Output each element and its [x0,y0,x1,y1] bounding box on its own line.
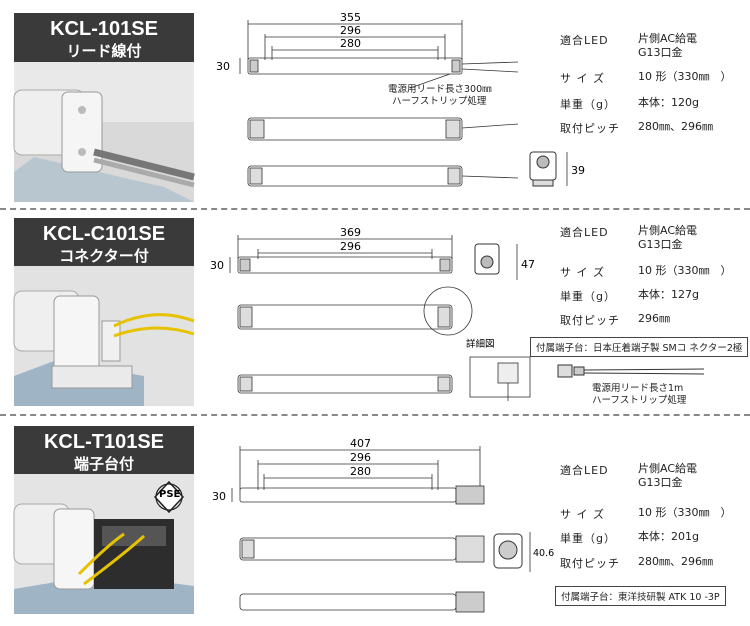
dim-pitch: 280 [340,37,361,50]
product-subtitle: 端子台付 [73,455,134,473]
dim-pitch: 296 [350,451,371,464]
spec-value: 本体：201g [638,530,699,543]
spec-value: 10 形（330㎜ ） [638,506,732,519]
product-code: KCL-C101SE [42,223,166,245]
note-line: ハーフストリップ処理 [592,395,687,406]
spec-key: サ イ ズ [560,266,605,279]
drawing-2: 369 296 30 詳細図 [210,226,495,394]
product-label-1: KCL-101SE リード線付 [14,13,194,65]
dim-length: 355 [340,11,361,24]
accessory-note-2: 付属端子台：日本圧着端子製 SMコ ネクター2極 [530,337,749,357]
pse-mark-icon: PSE [153,480,185,514]
detail-label: 詳細図 [466,338,495,350]
product-code: KCL-101SE [50,18,158,40]
dim-pitch: 280 [350,465,371,478]
product-label-3: KCL-T101SE 端子台付 [14,426,194,478]
spec-key: 適合LED [560,226,609,239]
side-view-3: 40.6 [493,532,554,572]
drawing-1: 355 296 280 30 [216,11,519,187]
spec-value: 296㎜ [638,312,670,325]
dim-pitch: 296 [340,240,361,253]
product-subtitle: コネクター付 [59,247,149,265]
side-view-1: 39 [529,151,585,187]
connector-drawing [557,364,705,378]
lead-note-2: 電源用リード長さ1m ハーフストリップ処理 [592,383,686,407]
spec-value: 10 形（330㎜ ） [638,264,732,277]
section-divider [0,208,750,210]
section-divider [0,414,750,416]
product-label-2: KCL-C101SE コネクター付 [14,218,194,270]
detail-view-2 [469,356,531,401]
side-view-2: 47 [474,243,535,280]
dim-side: 40.6 [533,548,554,559]
drawing-3: 407 296 280 30 [212,437,485,613]
product-code: KCL-T101SE [43,431,165,453]
lead-note-1: 電源用リード長さ300㎜ ハーフストリップ処理 [388,84,492,108]
dim-length: 407 [350,437,371,450]
product-photo-2 [13,266,195,406]
spec-key: 取付ピッチ [560,122,620,135]
spec-key: 単重（g） [560,532,616,545]
dim-height: 30 [216,60,230,73]
spec-key: 単重（g） [560,98,616,111]
dim-side: 47 [521,258,535,271]
spec-key: サ イ ズ [560,72,605,85]
dim-height: 30 [212,490,226,503]
product-subtitle: リード線付 [66,42,142,60]
dim-height: 30 [210,259,224,272]
spec-key: 単重（g） [560,290,616,303]
spec-value: 10 形（330㎜ ） [638,70,732,83]
note-line: ハーフストリップ処理 [392,96,487,107]
spec-key: 取付ピッチ [560,557,620,570]
dim-side: 39 [571,164,585,177]
dim-pitch: 296 [340,24,361,37]
note-line: 電源用リード長さ300㎜ [388,84,492,95]
accessory-note-3: 付属端子台：東洋技研製 ATK 10 -3P [555,586,726,606]
spec-value: 280㎜、296㎜ [638,555,713,568]
spec-value: 本体：120g [638,96,699,109]
spec-key: サ イ ズ [560,508,605,521]
product-photo-1 [13,62,195,202]
dim-length: 369 [340,226,361,239]
spec-key: 適合LED [560,464,609,477]
product-photo-3 [13,474,194,614]
spec-value: 280㎜、296㎜ [638,120,713,133]
pse-text: PSE [159,489,181,500]
spec-value: 本体：127g [638,288,699,301]
spec-key: 取付ピッチ [560,314,620,327]
spec-key: 適合LED [560,34,609,47]
note-line: 電源用リード長さ1m [592,383,684,394]
